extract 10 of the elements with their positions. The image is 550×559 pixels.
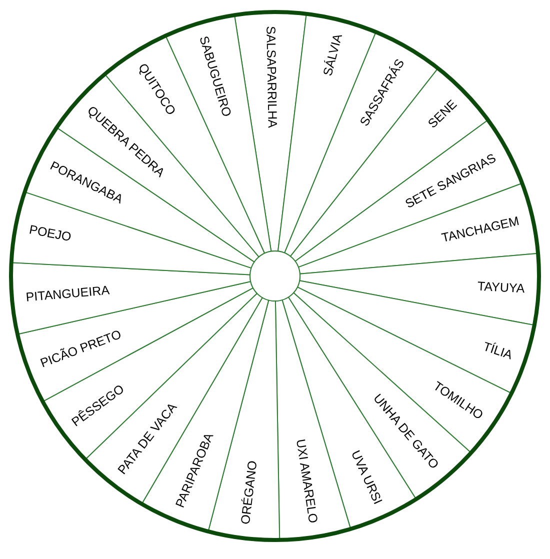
herb-label: TAYUYA — [477, 279, 526, 296]
herb-label: POEJO — [28, 222, 72, 244]
herb-label: ORÉGANO — [238, 460, 260, 526]
herb-label: UVA URSI — [348, 448, 385, 506]
herb-label: SÁLVIA — [320, 32, 345, 78]
wheel-sector — [274, 299, 352, 540]
herb-label: PITANGUEIRA — [25, 283, 110, 304]
herb-label: UXI AMARELO — [293, 438, 320, 524]
herb-label: TÍLIA — [481, 339, 514, 362]
herb-label: SALSAPARRILHA — [264, 26, 280, 128]
